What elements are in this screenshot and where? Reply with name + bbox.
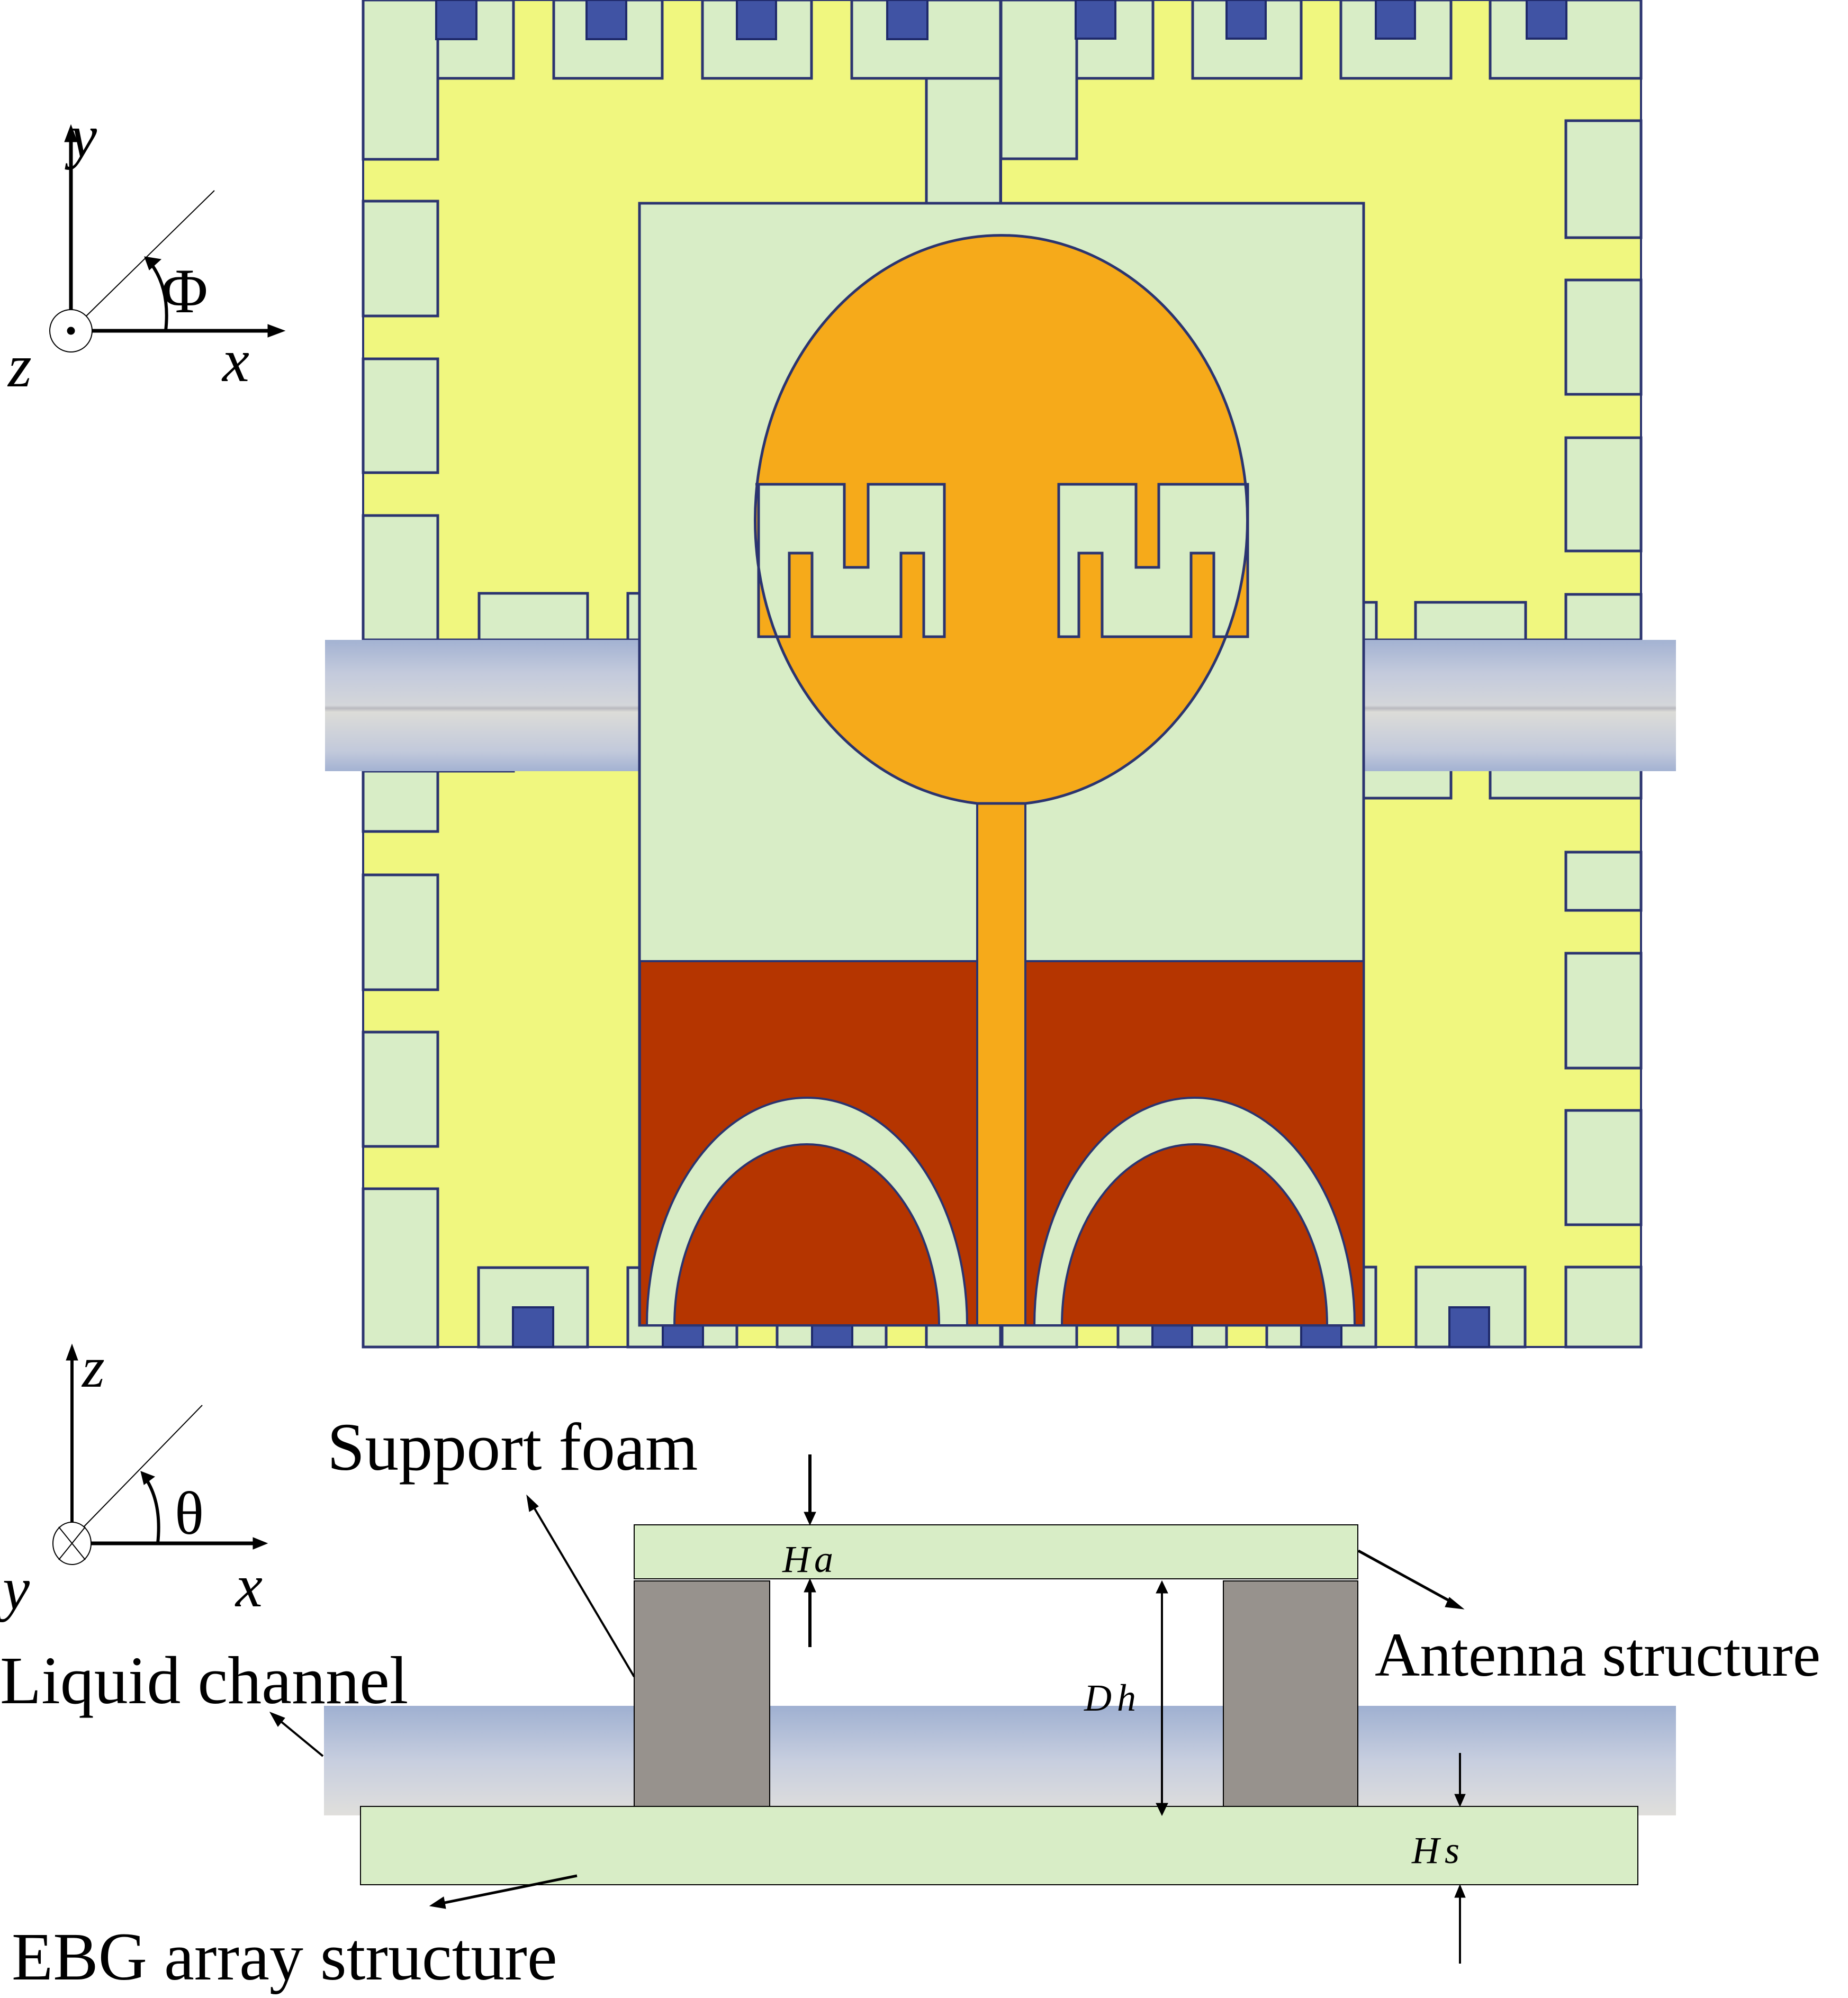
side-x-axis-arrowhead — [253, 1537, 268, 1550]
microstrip-feed-line — [976, 798, 1026, 1326]
support-foam-leader-arrowhead — [526, 1494, 539, 1512]
ebg-via — [512, 1306, 554, 1348]
side-theta-label: θ — [175, 1480, 204, 1547]
ebg-patch — [925, 77, 1002, 205]
ebg-via — [1448, 1306, 1490, 1348]
ebg-via — [736, 0, 777, 40]
dimension-arrows — [269, 1454, 1466, 1964]
ebg-leader — [441, 1874, 578, 1905]
ebg-leader-arrowhead — [429, 1896, 446, 1909]
hs-arrowhead-up — [1454, 1884, 1466, 1898]
side-antenna-board — [634, 1524, 1358, 1579]
ebg-patch — [1564, 278, 1643, 396]
ground-ring-slot-left — [645, 1097, 969, 1326]
ebg-via — [886, 0, 928, 40]
ha-main: H — [782, 1538, 812, 1580]
support-foam-label: Support foam — [327, 1409, 698, 1485]
ha-arrowhead-down — [804, 1512, 816, 1526]
ebg-patch — [1564, 593, 1643, 641]
top-x-label: x — [221, 327, 249, 394]
ebg-patch — [362, 357, 439, 474]
ebg-patch — [362, 200, 439, 318]
ebg-via — [1375, 0, 1416, 40]
ebg-patch — [1564, 851, 1643, 912]
top-axis-triad — [49, 124, 286, 352]
ebg-patch — [1564, 952, 1643, 1070]
ebg-patch — [1362, 601, 1378, 641]
radiating-patch — [754, 234, 1249, 805]
ebg-patch — [999, 0, 1078, 160]
z-axis-dot-icon — [67, 327, 75, 335]
antenna-structure-leader-arrowhead — [1445, 1597, 1465, 1610]
liquid-channel-right — [1363, 640, 1676, 771]
support-foam-right — [1223, 1580, 1358, 1807]
side-ebg-board — [360, 1806, 1638, 1885]
theta-arc-arrowhead — [140, 1471, 156, 1485]
ebg-patch — [1564, 1265, 1643, 1349]
top-y-label: y — [65, 103, 97, 170]
ebg-patch — [1564, 1109, 1643, 1226]
phi-reference-line — [86, 190, 215, 317]
side-x-label: x — [235, 1552, 263, 1620]
phi-arc-arrowhead — [144, 256, 162, 270]
ebg-patch — [626, 592, 641, 641]
dh-sub: h — [1117, 1677, 1136, 1719]
antenna-structure-label: Antenna structure — [1375, 1620, 1820, 1689]
theta-angle-arc — [144, 1477, 160, 1544]
ebg-via — [435, 0, 477, 40]
ebg-patch — [1564, 436, 1643, 553]
ebg-patch — [1564, 119, 1643, 239]
ebg-patch — [362, 873, 439, 991]
ebg-via — [1225, 0, 1267, 40]
ha-sub: a — [814, 1538, 833, 1580]
dh-arrowhead-bottom — [1156, 1803, 1168, 1816]
top-z-label: z — [7, 332, 32, 400]
dh-arrowhead-top — [1156, 1580, 1168, 1594]
dh-main: D — [1084, 1677, 1112, 1719]
liquid-channel-label: Liquid channel — [0, 1643, 408, 1718]
y-axis-arrowhead — [64, 124, 78, 142]
liquid-channel-leader-arrowhead — [269, 1712, 285, 1727]
ebg-patch — [362, 1187, 439, 1349]
ebg-via — [585, 0, 627, 40]
ebg-via — [1526, 0, 1567, 40]
ebg-patch — [362, 0, 439, 161]
ha-arrowhead-up — [804, 1578, 816, 1593]
ground-ring-slot-right — [1033, 1097, 1356, 1326]
top-phi-label: Φ — [161, 256, 208, 326]
side-liquid-channel — [324, 1706, 1676, 1815]
ebg-patch — [1414, 601, 1527, 641]
cross-stroke-2 — [58, 1526, 86, 1560]
side-z-label: z — [81, 1335, 105, 1399]
liquid-channel-left — [325, 640, 641, 771]
support-foam-leader — [531, 1503, 635, 1678]
liquid-channel-leader — [276, 1717, 324, 1757]
support-foam-left — [634, 1580, 770, 1807]
z-axis-arrowhead — [66, 1343, 78, 1361]
ebg-patch — [477, 592, 589, 641]
theta-reference-line — [83, 1405, 203, 1527]
x-axis-arrowhead — [267, 324, 286, 338]
ebg-array-structure-label: EBG array structure — [12, 1919, 557, 1994]
hs-arrowhead-down — [1454, 1794, 1466, 1807]
phi-angle-arc — [148, 261, 168, 331]
side-y-label: y — [0, 1555, 30, 1622]
top-view — [325, 0, 1676, 1349]
antenna-structure-leader — [1357, 1549, 1456, 1605]
hs-main: H — [1411, 1829, 1441, 1872]
side-axis-triad — [52, 1343, 268, 1565]
ebg-via — [1075, 0, 1116, 40]
hs-sub: s — [1445, 1829, 1459, 1872]
ebg-patch — [362, 1030, 439, 1148]
